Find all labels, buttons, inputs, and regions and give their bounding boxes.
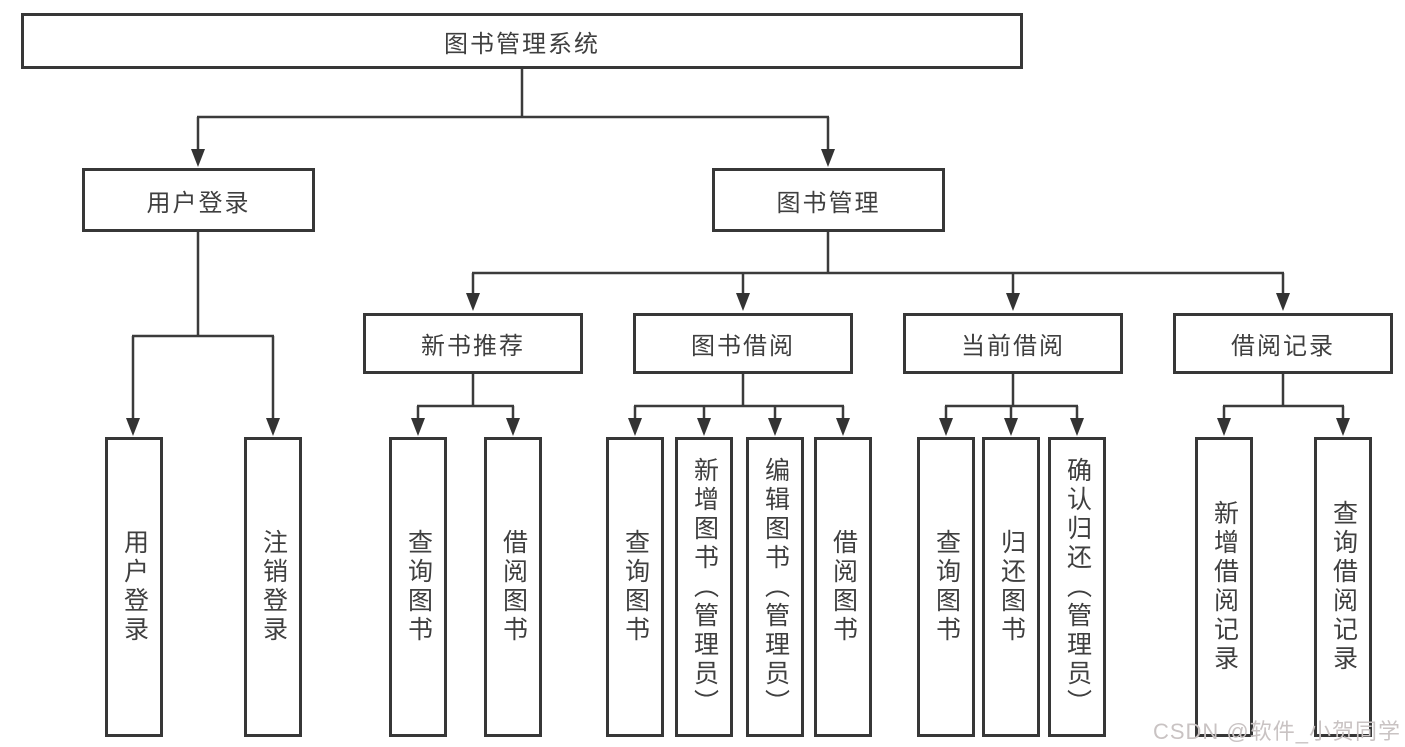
arrow-down-icon <box>191 149 205 167</box>
connector-new-book-rec-to-leaves <box>411 374 520 436</box>
arrow-down-icon <box>1004 418 1018 436</box>
node-root-system: 图书管理系统 <box>21 13 1023 69</box>
arrow-down-icon <box>1006 293 1020 311</box>
leaf-logout: 注销登录 <box>244 437 302 737</box>
leaf-borrow-books-1: 借阅图书 <box>484 437 542 737</box>
node-book-borrowing: 图书借阅 <box>633 313 853 374</box>
leaf-add-books-admin: 新增图书（管理员） <box>675 437 733 737</box>
connector-book-borrow-to-leaves <box>628 374 850 436</box>
arrow-down-icon <box>697 418 711 436</box>
connector-user-login-to-leaves <box>126 232 280 436</box>
node-user-login: 用户登录 <box>82 168 315 232</box>
node-new-book-recommendation: 新书推荐 <box>363 313 583 374</box>
arrow-down-icon <box>466 293 480 311</box>
arrow-down-icon <box>768 418 782 436</box>
leaf-query-books-3: 查询图书 <box>917 437 975 737</box>
arrow-down-icon <box>821 149 835 167</box>
connector-book-mgmt-to-level3 <box>466 232 1290 311</box>
leaf-query-borrow-record: 查询借阅记录 <box>1314 437 1372 737</box>
leaf-confirm-return-admin: 确认归还（管理员） <box>1048 437 1106 737</box>
arrow-down-icon <box>506 418 520 436</box>
leaf-borrow-books-2: 借阅图书 <box>814 437 872 737</box>
arrow-down-icon <box>939 418 953 436</box>
arrow-down-icon <box>1217 418 1231 436</box>
leaf-user-login: 用户登录 <box>105 437 163 737</box>
leaf-query-books-1: 查询图书 <box>389 437 447 737</box>
node-current-borrowing: 当前借阅 <box>903 313 1123 374</box>
arrow-down-icon <box>736 293 750 311</box>
arrow-down-icon <box>126 418 140 436</box>
arrow-down-icon <box>1336 418 1350 436</box>
arrow-down-icon <box>266 418 280 436</box>
connector-borrow-record-to-leaves <box>1217 374 1350 436</box>
leaf-add-borrow-record: 新增借阅记录 <box>1195 437 1253 737</box>
arrow-down-icon <box>1276 293 1290 311</box>
arrow-down-icon <box>836 418 850 436</box>
connector-root-to-level2 <box>191 69 835 167</box>
leaf-query-books-2: 查询图书 <box>606 437 664 737</box>
leaf-return-books: 归还图书 <box>982 437 1040 737</box>
connector-current-borrow-to-leaves <box>939 374 1084 436</box>
node-book-management: 图书管理 <box>712 168 945 232</box>
leaf-edit-books-admin: 编辑图书（管理员） <box>746 437 804 737</box>
arrow-down-icon <box>1070 418 1084 436</box>
arrow-down-icon <box>411 418 425 436</box>
arrow-down-icon <box>628 418 642 436</box>
node-borrowing-records: 借阅记录 <box>1173 313 1393 374</box>
